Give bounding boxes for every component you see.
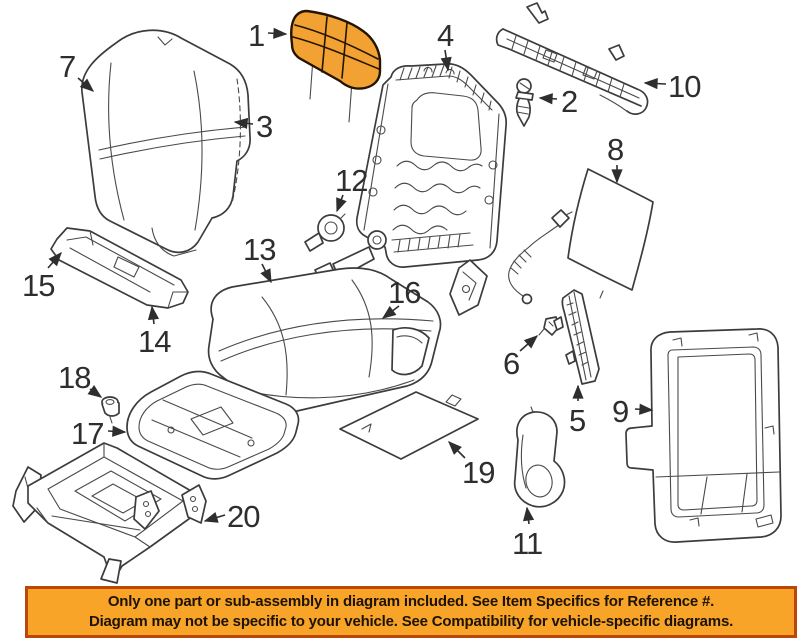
callout-13-arrow bbox=[260, 263, 272, 284]
callout-18: 18 bbox=[58, 360, 90, 395]
banner-line2: Diagram may not be specific to your vehi… bbox=[88, 613, 734, 630]
callout-6: 6 bbox=[503, 346, 519, 381]
callout-11: 11 bbox=[512, 526, 542, 561]
part-side-trim-strip bbox=[553, 289, 600, 385]
callout-6-arrow bbox=[519, 335, 539, 352]
callout-4-arrow bbox=[440, 49, 452, 72]
part-seat-pan bbox=[126, 370, 300, 480]
callout-16-arrow bbox=[381, 305, 400, 319]
callout-12-arrow bbox=[336, 194, 347, 213]
part-back-panel-pad bbox=[567, 168, 654, 299]
callout-5: 5 bbox=[569, 403, 585, 438]
part-seat-back-frame bbox=[314, 63, 508, 316]
callout-15-arrow bbox=[47, 251, 62, 269]
part-upper-bracket bbox=[495, 2, 649, 115]
part-screw bbox=[515, 78, 534, 127]
part-seat-back-cushion bbox=[81, 29, 251, 257]
callout-7-arrow bbox=[77, 77, 95, 92]
disclaimer-banner: Only one part or sub-assembly in diagram… bbox=[25, 586, 797, 638]
callout-14: 14 bbox=[138, 324, 171, 359]
callout-10-arrow bbox=[643, 78, 667, 90]
callout-8: 8 bbox=[607, 132, 623, 167]
callout-7: 7 bbox=[59, 49, 75, 84]
callout-10: 10 bbox=[668, 69, 701, 104]
headrest-body bbox=[290, 9, 382, 90]
callout-17: 17 bbox=[71, 416, 103, 451]
callout-9: 9 bbox=[612, 394, 628, 429]
callouts: 1 2 3 4 5 6 7 8 9 10 11 12 13 14 15 16 1… bbox=[22, 18, 702, 561]
callout-19-arrow bbox=[448, 441, 466, 459]
callout-16: 16 bbox=[388, 275, 420, 310]
callout-3: 3 bbox=[256, 109, 272, 144]
callout-17-arrow bbox=[107, 425, 127, 437]
callout-20: 20 bbox=[227, 499, 260, 534]
part-wire-harness bbox=[508, 209, 573, 305]
part-mat-panel bbox=[339, 391, 479, 460]
callout-4: 4 bbox=[437, 18, 454, 53]
part-seat-cushion bbox=[207, 267, 442, 414]
part-seat-track-riser bbox=[12, 442, 207, 584]
part-side-shield bbox=[513, 406, 566, 508]
callout-13: 13 bbox=[243, 232, 275, 267]
diagram-canvas: 1 2 3 4 5 6 7 8 9 10 11 12 13 14 15 16 1… bbox=[12, 2, 782, 584]
callout-15: 15 bbox=[22, 268, 54, 303]
callout-12: 12 bbox=[335, 163, 367, 198]
callout-14-arrow bbox=[147, 305, 160, 325]
callout-9-arrow bbox=[634, 403, 654, 415]
callout-2: 2 bbox=[561, 84, 577, 119]
callout-18-arrow bbox=[87, 385, 103, 398]
part-bolt bbox=[101, 396, 120, 424]
callout-3-arrow bbox=[233, 117, 254, 129]
callout-2-arrow bbox=[538, 93, 558, 105]
part-rear-panel bbox=[625, 328, 782, 543]
callout-20-arrow bbox=[203, 512, 226, 523]
part-recliner-knob bbox=[304, 213, 346, 252]
callout-11-arrow bbox=[523, 506, 535, 525]
part-headrest-highlighted bbox=[290, 9, 382, 123]
banner-line1: Only one part or sub-assembly in diagram… bbox=[107, 593, 715, 610]
callout-1: 1 bbox=[248, 18, 264, 53]
callout-1-arrow bbox=[267, 27, 288, 39]
callout-19: 19 bbox=[462, 455, 494, 490]
